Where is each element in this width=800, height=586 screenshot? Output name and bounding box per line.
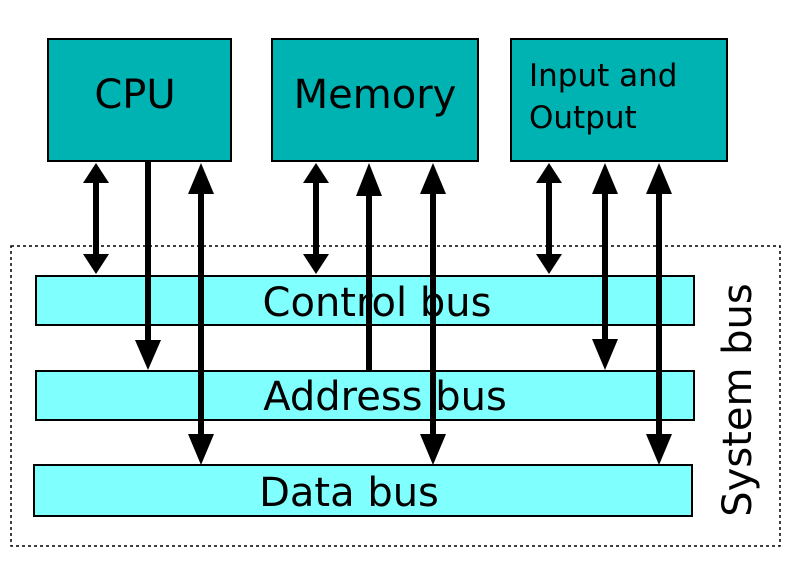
memory-box — [271, 38, 479, 162]
memory-data-bus-arrow — [420, 163, 446, 465]
io-box — [510, 38, 728, 162]
data-bus — [33, 464, 693, 517]
cpu-box — [47, 38, 232, 162]
memory-component: Memory — [271, 38, 479, 162]
cpu-data-bus-arrow — [188, 163, 214, 465]
address-bus — [35, 370, 695, 421]
address-bus-box — [35, 370, 695, 421]
system-bus-boundary — [10, 245, 781, 547]
data-bus-box — [33, 464, 693, 517]
memory-label: Memory — [294, 72, 457, 118]
io-label-line1: Input and — [529, 58, 677, 94]
io-data-bus-arrow — [646, 163, 672, 465]
io-label-line2: Output — [529, 100, 637, 136]
cpu-address-bus-arrow — [135, 161, 161, 370]
control-bus-label: Control bus — [263, 280, 492, 326]
system-bus-label: System bus — [715, 283, 761, 516]
address-bus-memory-arrow — [356, 163, 382, 370]
cpu-control-bus-arrow — [83, 163, 109, 274]
memory-control-bus-arrow — [303, 163, 329, 274]
io-address-bus-arrow — [592, 163, 618, 370]
data-bus-label: Data bus — [259, 470, 439, 516]
address-bus-label: Address bus — [263, 374, 507, 420]
cpu-component: CPU — [47, 38, 232, 162]
cpu-label: CPU — [94, 72, 175, 118]
io-control-bus-arrow — [536, 163, 562, 274]
io-component: Input and Output — [510, 38, 728, 162]
